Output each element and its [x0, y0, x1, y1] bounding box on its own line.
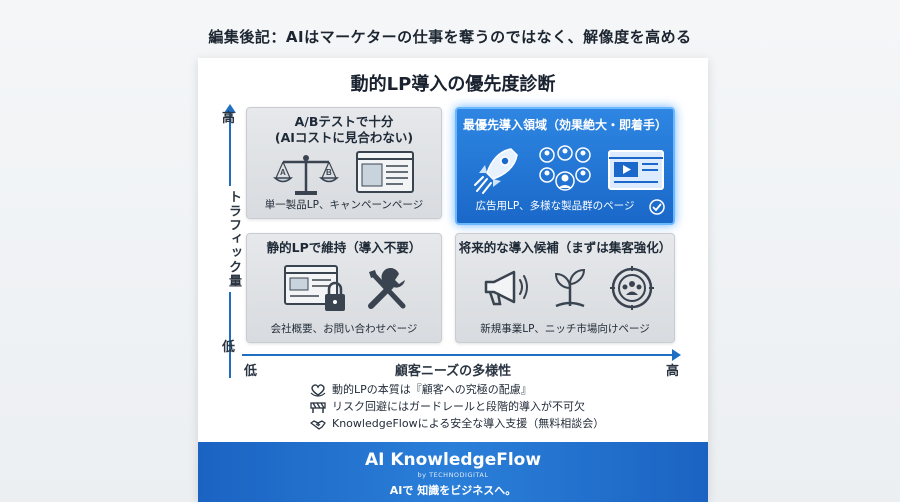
quadrant-caption: 新規事業LP、ニッチ市場向けページ — [480, 323, 650, 335]
quadrant-title: 将来的な導入候補（まずは集客強化） — [458, 240, 672, 255]
y-axis-low: 低 — [222, 340, 236, 355]
x-axis-line — [242, 354, 674, 356]
brand-footer: AI KnowledgeFlow by TECHNODIGITAL AIで 知識… — [198, 442, 708, 502]
svg-text:B: B — [326, 168, 332, 177]
x-axis-low: 低 — [244, 364, 258, 379]
heart-hands-icon — [310, 384, 326, 397]
quadrant-icons — [247, 264, 441, 311]
x-axis-high: 高 — [666, 364, 680, 379]
locked-browser-icon — [284, 265, 345, 311]
quadrant-icons — [456, 264, 674, 310]
bullet-text: KnowledgeFlowによる安全な導入支援（無料相談会） — [332, 417, 605, 430]
quadrant-icons: A B — [247, 148, 441, 195]
y-axis-arrow — [224, 104, 236, 113]
y-axis-label: トラフィック量 — [219, 186, 243, 292]
x-axis-arrow — [672, 349, 681, 361]
check-circle-icon — [649, 199, 665, 215]
bullet-item: 動的LPの本質は『顧客への究極の配慮』 — [308, 381, 638, 398]
quadrant-title: A/Bテストで十分 (AIコストに見合わない) — [247, 114, 441, 146]
sprout-icon — [554, 268, 586, 308]
header-text: 編集後記：AIはマーケターの仕事を奪うのではなく、解像度を高める — [208, 28, 692, 46]
quadrant-caption: 会社概要、お問い合わせページ — [270, 323, 418, 335]
megaphone-icon — [484, 270, 528, 306]
summary-bullets: 動的LPの本質は『顧客への究極の配慮』 リスク回避にはガードレールと段階的導入が… — [308, 381, 638, 432]
brand-tagline: AIで 知識をビジネスへ。 — [389, 484, 517, 497]
target-people-icon — [610, 266, 654, 310]
rocket-icon — [474, 148, 518, 194]
bullet-text: 動的LPの本質は『顧客への究極の配慮』 — [332, 383, 532, 396]
quadrant-title-line1: A/Bテストで十分 — [294, 114, 394, 129]
scale-ab-icon: A B — [273, 155, 339, 195]
svg-text:A: A — [280, 168, 286, 177]
barrier-icon — [310, 402, 326, 413]
brand-sub: by TECHNODIGITAL — [417, 471, 489, 479]
y-axis-high: 高 — [222, 111, 236, 126]
quadrant-top-left: A/Bテストで十分 (AIコストに見合わない) A B — [246, 107, 442, 219]
video-browser-icon — [608, 150, 664, 190]
bullet-item: KnowledgeFlowによる安全な導入支援（無料相談会） — [308, 415, 638, 432]
quadrant-caption: 単一製品LP、キャンペーンページ — [264, 199, 424, 211]
quadrant-top-right: 最優先導入領域（効果絶大・即着手） — [455, 107, 675, 225]
browser-layout-icon — [356, 151, 414, 193]
people-network-icon — [539, 145, 591, 191]
quadrant-title: 静的LPで維持（導入不要） — [266, 240, 422, 255]
quadrant-bottom-right: 将来的な導入候補（まずは集客強化） — [455, 233, 675, 343]
handshake-icon — [310, 420, 326, 430]
brand-name: AI KnowledgeFlow — [364, 450, 542, 470]
card-title: 動的LP導入の優先度診断 — [350, 74, 556, 95]
quadrant-title: 最優先導入領域（効果絶大・即着手） — [462, 118, 667, 132]
diagnosis-card: 動的LP導入の優先度診断 高 トラフィック量 低 A/Bテストで十分 (AIコス… — [198, 58, 708, 502]
quadrant-icons — [457, 145, 673, 194]
quadrant-caption: 広告用LP、多様な製品群のページ — [475, 200, 635, 212]
quadrant-title-line2: (AIコストに見合わない) — [274, 130, 414, 145]
bullet-text: リスク回避にはガードレールと段階的導入が不可欠 — [332, 400, 585, 413]
x-axis-label: 顧客ニーズの多様性 — [394, 364, 512, 379]
bullet-item: リスク回避にはガードレールと段階的導入が不可欠 — [308, 398, 638, 415]
quadrant-bottom-left: 静的LPで維持（導入不要） 会社概要、お問い合わせページ — [246, 233, 442, 343]
wrench-icon — [368, 268, 406, 309]
